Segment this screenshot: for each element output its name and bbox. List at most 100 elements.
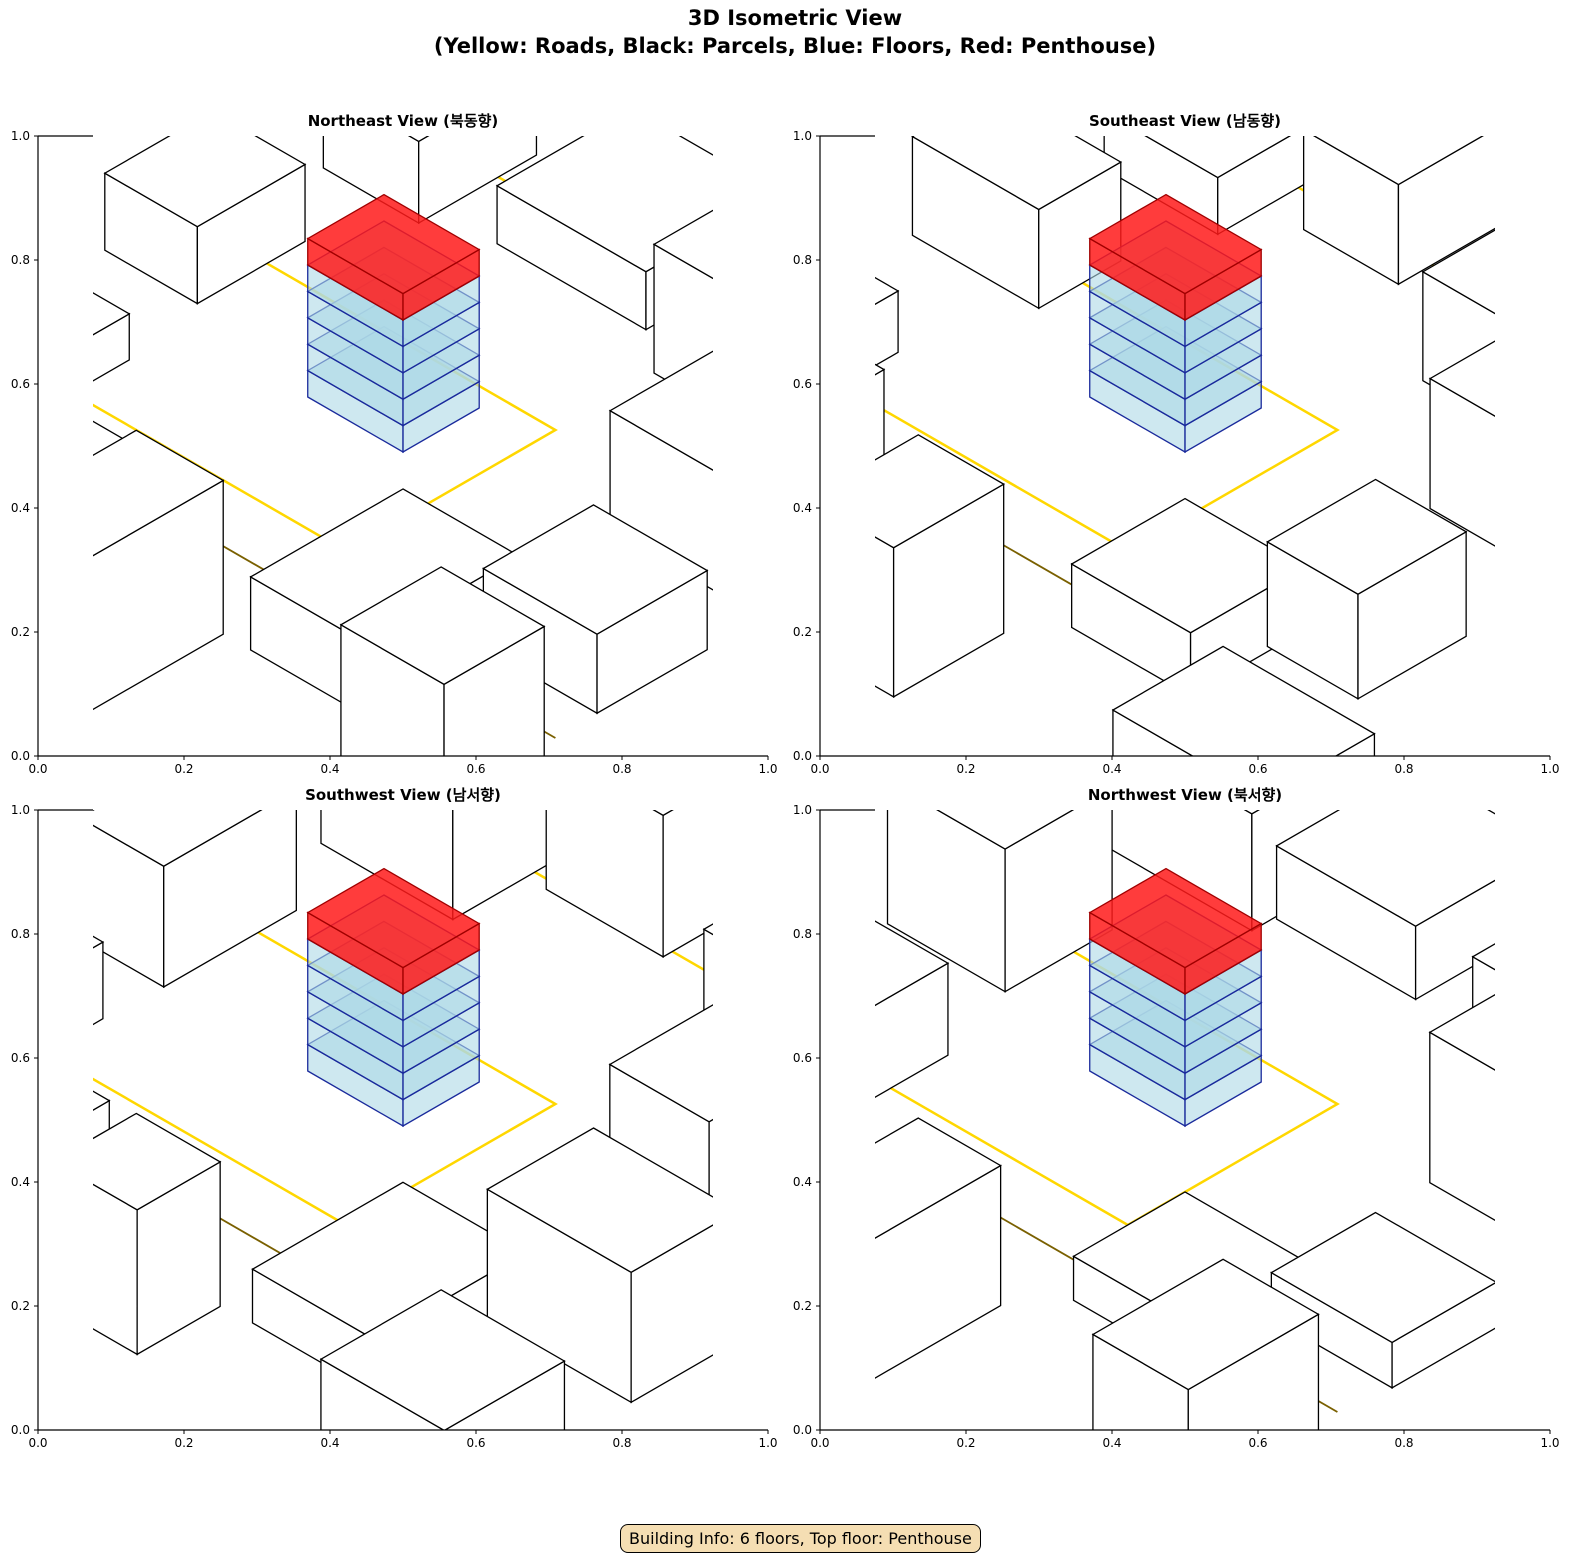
x-tick-label: 0.2 — [956, 762, 976, 776]
parcel-building-face — [93, 292, 131, 336]
parcel-building-face — [652, 810, 674, 817]
penthouse — [306, 867, 481, 996]
figure-title: 3D Isometric View (Yellow: Roads, Black:… — [0, 4, 1590, 60]
parcel-building-face — [875, 363, 886, 376]
parcel-building-face — [875, 920, 950, 1007]
parcel-building-face — [1270, 1211, 1495, 1344]
parcel-building — [875, 276, 900, 367]
y-tick-label: 1.0 — [792, 129, 812, 143]
x-tick-label: 0.4 — [320, 762, 340, 776]
penthouse-face — [306, 867, 481, 969]
parcel-building — [339, 566, 546, 756]
penthouse-face — [1088, 193, 1263, 295]
figure-title-line2: (Yellow: Roads, Black: Parcels, Blue: Fl… — [433, 34, 1157, 58]
parcel-building — [495, 136, 713, 331]
parcel-building — [93, 292, 131, 382]
scene — [875, 136, 1562, 756]
x-tick-label: 0.4 — [320, 1436, 340, 1450]
y-tick-label: 0.4 — [792, 501, 812, 515]
parcel-building — [1270, 1211, 1495, 1389]
parcel-building-face — [1505, 237, 1562, 429]
parcel-building — [486, 1127, 713, 1404]
parcel-building-face — [1429, 1031, 1495, 1222]
x-tick-label: 0.2 — [956, 1436, 976, 1450]
scene — [782, 810, 1495, 1430]
parcel-building — [319, 1289, 566, 1430]
building-info-box: Building Info: 6 floors, Top floor: Pent… — [620, 1524, 981, 1553]
y-tick-label: 0.6 — [792, 1051, 812, 1065]
x-tick-label: 0.0 — [810, 762, 830, 776]
parcel-building-face — [911, 136, 1123, 211]
x-tick-label: 0.6 — [1248, 1436, 1268, 1450]
parcel-building-face — [936, 810, 1075, 850]
parcel-building-face — [0, 509, 86, 713]
x-tick-label: 0.6 — [1248, 762, 1268, 776]
panel-title: Southwest View (남서향) — [305, 786, 501, 804]
parcel-building-face — [339, 566, 546, 686]
x-tick-label: 1.0 — [758, 762, 778, 776]
scene-svg — [34, 809, 769, 1434]
parcel-building-face — [1070, 497, 1306, 634]
parcel-building-face — [782, 1158, 804, 1257]
parcel-building-face — [408, 136, 430, 143]
panel-title: Northeast View (북동향) — [307, 112, 499, 130]
parcel-building-face — [1313, 136, 1484, 186]
parcel-building-face — [875, 276, 900, 306]
parcel-building — [93, 935, 105, 1026]
x-tick-label: 0.6 — [466, 762, 486, 776]
penthouse — [1088, 193, 1263, 322]
parcel-building — [886, 810, 1113, 993]
x-tick-label: 0.0 — [810, 1436, 830, 1450]
parcel-building-face — [93, 1090, 111, 1111]
parcel-building-face — [103, 136, 307, 228]
y-tick-label: 0.6 — [10, 377, 30, 391]
parcel-building — [93, 1112, 222, 1356]
parcel-building-face — [652, 209, 713, 280]
parcel-building — [875, 434, 1005, 698]
scene-svg — [0, 135, 769, 760]
y-tick-label: 0.0 — [792, 1423, 812, 1437]
figure-title-line1: 3D Isometric View — [687, 6, 903, 30]
parcel-building-face — [703, 928, 713, 1025]
y-tick-label: 0.0 — [10, 749, 30, 763]
y-tick-label: 0.0 — [792, 749, 812, 763]
parcel-building — [1428, 340, 1562, 570]
parcel-building — [1266, 478, 1468, 700]
parcel-building-face — [1111, 645, 1376, 756]
parcel-building-face — [875, 1117, 1002, 1239]
panel-title: Northwest View (북서향) — [1087, 786, 1283, 804]
scene-svg — [782, 809, 1551, 1434]
parcel-building-face — [875, 1164, 1002, 1379]
y-tick-label: 0.2 — [792, 625, 812, 639]
parcel-building — [875, 920, 950, 1099]
parcel-building — [93, 1090, 111, 1209]
parcel-building-face — [93, 935, 105, 949]
parcel-building-face — [0, 459, 35, 639]
parcel-building-face — [486, 1127, 713, 1274]
parcel-building — [1091, 1258, 1320, 1430]
x-tick-label: 0.8 — [1394, 1436, 1414, 1450]
parcel-building — [875, 363, 886, 527]
parcel-building-face — [608, 1004, 713, 1123]
parcel-building-face — [1538, 384, 1562, 570]
parcel-building — [1302, 136, 1495, 286]
parcel-building-face — [875, 289, 899, 367]
parcel-building-face — [93, 940, 104, 1026]
parcel-building-face — [319, 1289, 566, 1430]
parcel-building-face — [1144, 136, 1292, 179]
y-tick-label: 0.8 — [792, 927, 812, 941]
parcel-building-face — [786, 1194, 868, 1382]
parcel-building-face — [1275, 810, 1495, 927]
y-tick-label: 0.8 — [10, 927, 30, 941]
plot-area — [782, 809, 1551, 1434]
plot-area — [34, 809, 769, 1434]
parcel-building-face — [1091, 1258, 1320, 1391]
parcel-building — [93, 810, 297, 989]
parcel-building — [702, 923, 713, 1025]
parcel-building-face — [93, 1112, 222, 1211]
y-tick-label: 0.8 — [792, 253, 812, 267]
parcel-building-face — [1266, 478, 1468, 595]
penthouse — [306, 193, 481, 322]
y-tick-label: 0.6 — [10, 1051, 30, 1065]
